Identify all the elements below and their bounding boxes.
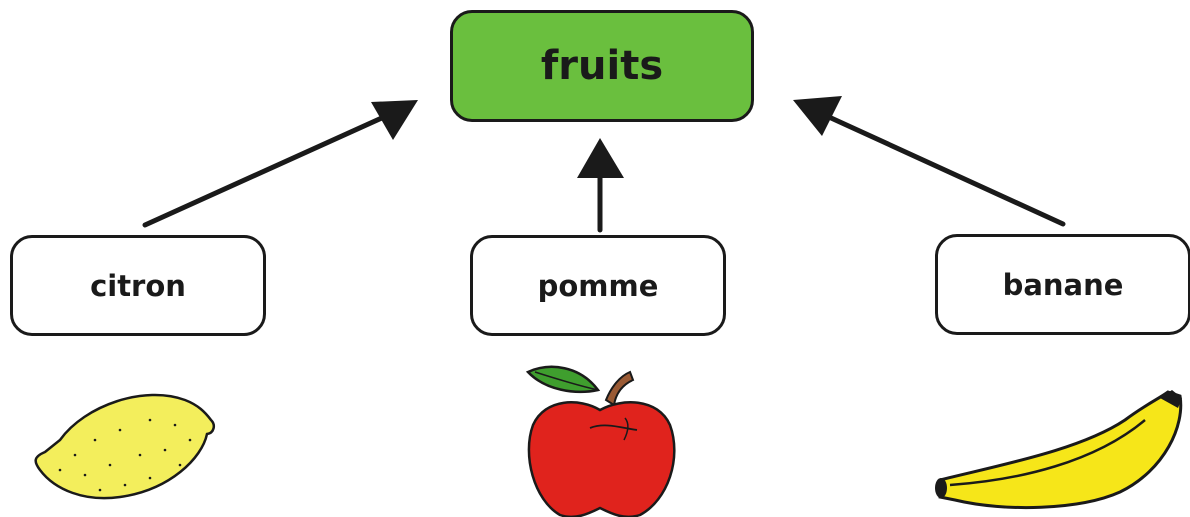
banana-icon	[935, 390, 1183, 510]
node-label: banane	[1002, 267, 1124, 302]
edge-citron-fruits	[142, 100, 418, 228]
node-label: pomme	[537, 268, 659, 303]
arrowhead-icon	[793, 96, 842, 136]
node-citron: citron	[10, 235, 266, 336]
node-pomme: pomme	[470, 235, 726, 336]
node-banane: banane	[935, 234, 1190, 335]
apple-icon	[525, 365, 676, 517]
node-label: citron	[90, 268, 186, 303]
arrowhead-icon	[371, 100, 418, 140]
node-label: fruits	[540, 43, 664, 89]
edge-banane-fruits	[793, 96, 1066, 227]
root-node-fruits: fruits	[450, 10, 754, 122]
arrowhead-icon	[577, 138, 624, 178]
edge-pomme-fruits	[577, 138, 624, 233]
lemon-icon	[34, 393, 216, 500]
